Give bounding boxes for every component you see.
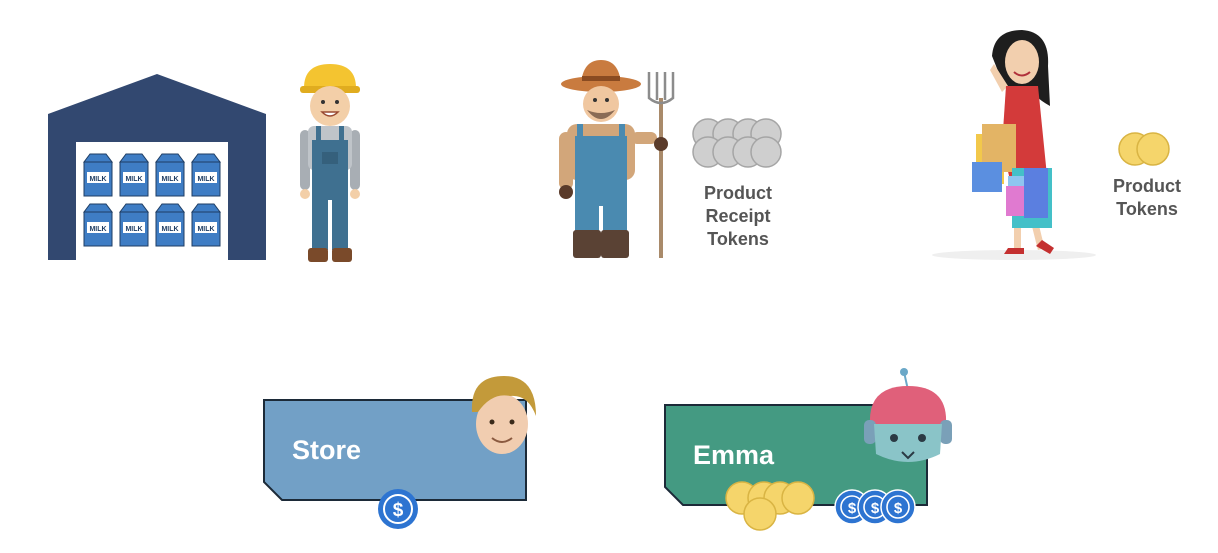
store-card-name: Store [292, 435, 362, 465]
farmer-with-pitchfork-icon [559, 60, 675, 258]
milk-carton-icon: MILK [119, 153, 149, 197]
grey-token-stack-icon [692, 118, 782, 168]
milk-carton-icon: MILK [155, 153, 185, 197]
milk-carton-label: MILK [161, 226, 178, 233]
construction-worker [290, 60, 370, 270]
robot-avatar-icon [864, 368, 952, 462]
milk-carton-icon: MILK [119, 203, 149, 247]
store-usdc-coin: $ [377, 488, 419, 530]
milk-carton-icon: MILK [191, 203, 221, 247]
milk-carton-icon: MILK [155, 203, 185, 247]
warehouse: MILK MILK MILK MILK MILK MILK MILK MILK [48, 74, 266, 260]
man-avatar-icon [471, 376, 536, 454]
store-avatar [466, 372, 540, 462]
warehouse-icon: MILK MILK MILK MILK MILK MILK MILK MILK [48, 74, 266, 260]
receipt-tokens-label-line: Product [703, 183, 772, 203]
milk-carton-label: MILK [125, 226, 142, 233]
milk-carton-label: MILK [89, 176, 106, 183]
milk-carton-icon: MILK [191, 153, 221, 197]
receipt-tokens-label-line: Receipt [705, 206, 771, 226]
emma-usdc-coins: $ $ $ [833, 488, 917, 526]
receipt-tokens-label: Product Receipt Tokens [688, 182, 788, 251]
construction-worker-icon [300, 64, 360, 262]
milk-carton-label: MILK [197, 176, 214, 183]
milk-carton-label: MILK [89, 226, 106, 233]
gold-token-pair-icon [1118, 132, 1170, 166]
milk-carton-label: MILK [161, 176, 178, 183]
svg-text:$: $ [871, 500, 880, 517]
product-tokens-pair [1117, 131, 1173, 167]
usdc-coin-stack-icon: $ $ $ [834, 489, 916, 525]
gold-coin-pile-icon [725, 481, 815, 531]
svg-text:$: $ [393, 500, 404, 521]
milk-carton-label: MILK [197, 226, 214, 233]
woman-with-shopping-bags-icon [932, 30, 1096, 260]
milk-carton-label: MILK [125, 176, 142, 183]
emma-card-name: Emma [693, 440, 775, 470]
emma-avatar [860, 366, 956, 470]
farmer [553, 58, 683, 263]
receipt-tokens-stack [690, 116, 784, 172]
product-tokens-label: Product Tokens [1096, 175, 1198, 221]
shopper [932, 26, 1097, 262]
milk-carton-icon: MILK [83, 203, 113, 247]
milk-carton-icon: MILK [83, 153, 113, 197]
product-tokens-label-line: Product [1112, 176, 1181, 196]
svg-text:$: $ [894, 500, 903, 517]
receipt-tokens-label-line: Tokens [707, 229, 769, 249]
svg-text:$: $ [848, 500, 857, 517]
product-tokens-label-line: Tokens [1116, 199, 1178, 219]
emma-gold-coins [724, 480, 816, 532]
usdc-coin-icon: $ [378, 489, 418, 529]
